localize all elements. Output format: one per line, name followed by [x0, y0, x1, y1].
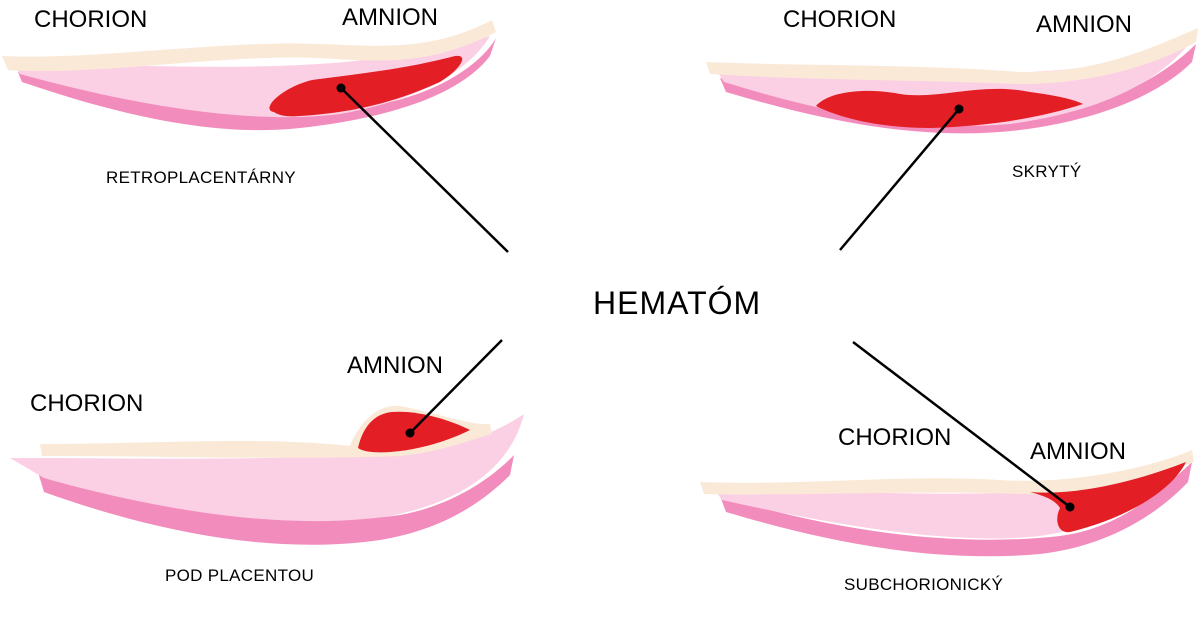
pointer-line	[839, 108, 960, 251]
amnion-label: AMNION	[347, 352, 443, 379]
amnion-label: AMNION	[342, 4, 438, 31]
pointer-line	[852, 341, 1071, 508]
chorion-label: CHORION	[30, 390, 144, 417]
panel-retroplacental	[2, 20, 509, 253]
pointer-line	[340, 87, 509, 253]
hematoma-type-label: SKRYTÝ	[1012, 162, 1082, 181]
decidua-layer	[18, 38, 496, 131]
panel-concealed	[706, 28, 1198, 251]
center-label: HEMATÓM	[593, 285, 762, 321]
hematoma-type-label: SUBCHORIONICKÝ	[844, 575, 1004, 594]
pointer-line	[409, 339, 503, 434]
chorion-amnion-layer	[706, 28, 1198, 84]
hematoma	[816, 88, 1083, 128]
chorion-label: CHORION	[838, 424, 952, 451]
chorion-amnion-layer	[2, 20, 496, 72]
decidua-layer	[720, 462, 1192, 557]
hematoma	[269, 55, 463, 117]
chorion-label: CHORION	[34, 6, 148, 33]
placenta-layer	[10, 414, 524, 522]
amnion-label: AMNION	[1036, 11, 1132, 38]
decidua-layer	[38, 455, 514, 545]
chorion-amnion-layer	[700, 450, 1194, 495]
amnion-label: AMNION	[1030, 438, 1126, 465]
hematoma-type-label: POD PLACENTOU	[165, 566, 315, 585]
panel-subchorionic	[700, 341, 1194, 557]
chorion-label: CHORION	[783, 6, 897, 33]
hematoma	[1030, 462, 1186, 533]
panel-under-placenta	[10, 339, 524, 545]
hematoma-type-label: RETROPLACENTÁRNY	[106, 168, 296, 187]
